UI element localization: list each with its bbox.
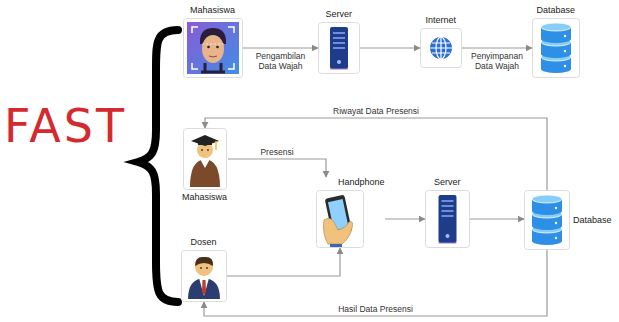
icon-card: [182, 251, 227, 302]
icon-holder: [524, 190, 570, 250]
node-label: Database: [537, 5, 576, 16]
icon-holder: [425, 190, 470, 248]
icon-holder: [183, 128, 227, 190]
icon-holder: [318, 22, 360, 74]
icon-node: Dosen: [181, 237, 227, 302]
icon-card: [421, 29, 462, 68]
icon-holder: [181, 250, 227, 302]
icon-card: [319, 23, 360, 74]
logo-text: FAST: [4, 98, 127, 154]
icon-card: [525, 191, 570, 250]
icon-card: [426, 191, 470, 248]
node-caption: Database: [573, 215, 612, 226]
node-label: Server: [434, 177, 461, 188]
connector-arrow: [243, 47, 318, 48]
database-icon: [524, 190, 570, 250]
icon-node: Internet: [420, 15, 462, 68]
student-icon: [183, 128, 227, 190]
server-icon: [318, 22, 360, 74]
node-label: Handphone: [338, 177, 385, 188]
icon-card: [184, 129, 227, 190]
connector-arrow: [360, 47, 420, 48]
connector-arrow: [205, 118, 547, 190]
edge-label: Penyimpanan Data Wajah: [464, 51, 530, 71]
node-label: Internet: [426, 15, 457, 26]
node-label: Mahasiswa: [190, 5, 235, 16]
handphone-icon: [316, 190, 364, 248]
icon-node: Handphone: [316, 177, 385, 248]
edge-label: Pengambilan Data Wajah: [248, 51, 314, 71]
icon-node: Database: [524, 190, 612, 250]
icon-card: [184, 19, 243, 78]
connector-arrow: [228, 159, 326, 177]
face-scan-icon: [183, 18, 243, 78]
node-label: Database: [573, 215, 612, 226]
icon-holder: [532, 18, 580, 78]
node-caption: Dosen: [191, 237, 217, 248]
icon-node: Mahasiswa: [182, 128, 228, 203]
node-label: Mahasiswa: [182, 192, 227, 203]
icon-node: Mahasiswa: [183, 5, 243, 78]
lecturer-icon: [181, 250, 227, 302]
node-label: Server: [326, 9, 353, 20]
edge-label: Presensi: [259, 147, 294, 157]
icon-holder: [183, 18, 243, 78]
icon-node: Server: [318, 9, 360, 74]
node-caption: Mahasiswa: [190, 5, 235, 16]
edge-label: Hasil Data Presensi: [337, 304, 414, 314]
node-caption: Mahasiswa: [182, 192, 227, 203]
connector-arrow: [385, 218, 425, 219]
icon-holder: [316, 190, 364, 248]
connector-arrow: [204, 250, 547, 316]
curly-brace: [138, 30, 178, 302]
icon-card: [317, 191, 364, 248]
server-icon: [425, 190, 470, 248]
node-caption: Handphone: [338, 177, 385, 188]
node-caption: Internet: [426, 15, 457, 26]
node-caption: Server: [326, 9, 353, 20]
icon-holder: [420, 28, 462, 68]
node-caption: Server: [434, 177, 461, 188]
connector-arrow: [227, 248, 340, 276]
internet-globe-icon: [420, 28, 462, 68]
database-icon: [532, 18, 580, 78]
connector-arrow: [470, 218, 524, 219]
node-label: Dosen: [191, 237, 217, 248]
node-caption: Database: [537, 5, 576, 16]
edge-label: Riwayat Data Presensi: [332, 106, 420, 116]
icon-node: Server: [425, 177, 470, 248]
connector-arrow: [462, 47, 532, 48]
icon-node: Database: [532, 5, 580, 78]
icon-card: [533, 19, 580, 78]
